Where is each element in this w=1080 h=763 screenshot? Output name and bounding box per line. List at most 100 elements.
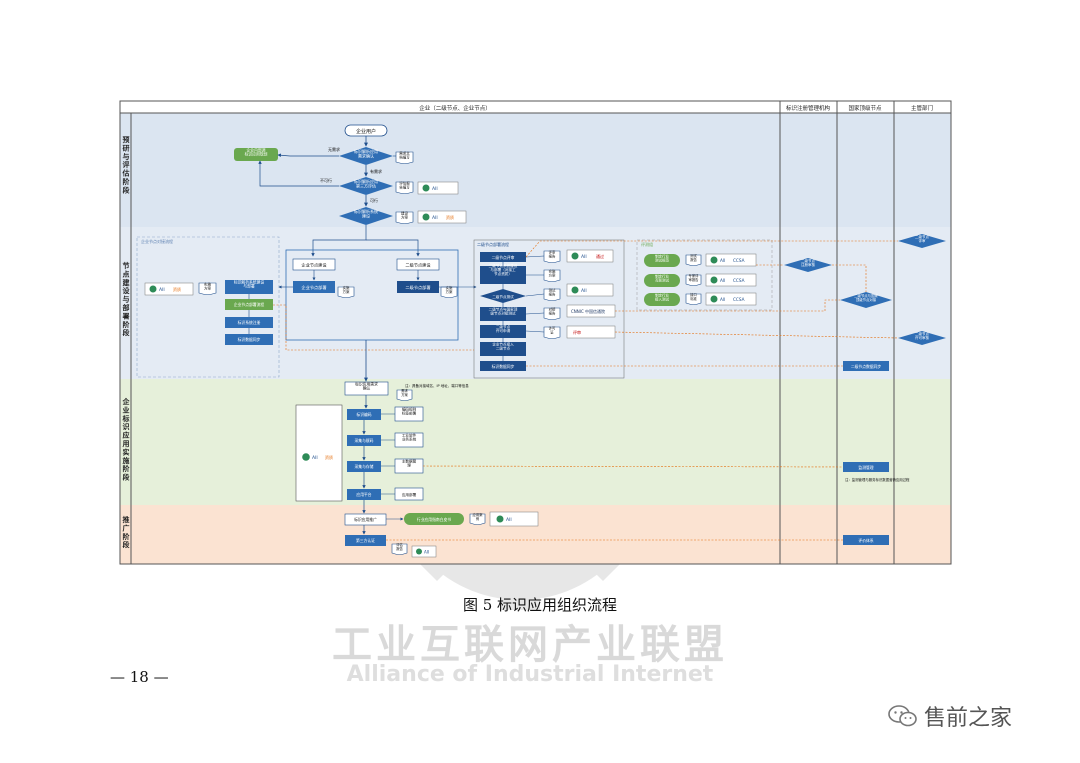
badge-ccsa-2: AII CCSA (705, 273, 757, 287)
stage-label-2: 节点建设与部署阶段 (122, 261, 131, 337)
svg-text:企业用户: 企业用户 (356, 128, 376, 135)
svg-text:资质: 资质 (325, 454, 333, 460)
svg-text:AII: AII (506, 517, 512, 523)
wechat-icon (888, 705, 917, 727)
svg-text:企业节点部署: 企业节点部署 (301, 284, 326, 291)
svg-text:建设方案: 建设方案 (401, 211, 409, 220)
svg-text:实施方案: 实施方案 (549, 269, 556, 278)
node-reg-eval: 二级节点注册审核 (784, 258, 832, 272)
svg-text:二级节点与国家顶级节点对接: 二级节点与国家顶级节点对接 (854, 293, 878, 302)
note-monitor: 注：监测管理与服务标识数据营销应用过程 (845, 477, 910, 482)
svg-text:企业节点建设: 企业节点建设 (301, 262, 327, 269)
node-test1: 制定行业测试规范 (644, 254, 680, 267)
svg-text:AII: AII (312, 455, 318, 461)
svg-text:AII: AII (424, 550, 429, 555)
node-auth2: 二级节点许可审核 (898, 331, 946, 345)
svg-text:专家评审报告: 专家评审报告 (689, 273, 700, 282)
badge-review: 评审 (566, 325, 616, 339)
node-appraise: 评价体系 (843, 535, 889, 545)
svg-text:实施方案: 实施方案 (343, 285, 350, 294)
svg-text:推广阶段: 推广阶段 (123, 515, 131, 549)
stage-label-3: 企业标识应用实施阶段 (122, 397, 131, 482)
band-stage-1 (120, 113, 951, 227)
svg-text:制定行业测试规范: 制定行业测试规范 (655, 254, 669, 263)
badge-aii-app: AII 资质 (302, 453, 333, 461)
header-registry: 标识注册管理机构 (786, 104, 831, 112)
svg-text:企业节点接入二级节点: 企业节点接入二级节点 (492, 342, 514, 351)
svg-text:需求方案: 需求方案 (401, 388, 408, 397)
doc-plan: 建设方案 (395, 211, 414, 224)
svg-text:CCSA: CCSA (733, 278, 745, 283)
svg-text:监测管理: 监测管理 (858, 465, 873, 470)
badge-aii-third: AII (411, 545, 437, 558)
node-platform: 应用平台 (347, 489, 381, 500)
page-number: — 18 — (110, 668, 169, 686)
node-sec-license: 二级节点许可申请 (480, 324, 526, 338)
doc-tres1: 测试报告 (685, 253, 702, 266)
svg-text:二级节点评审: 二级节点评审 (915, 234, 929, 243)
svg-text:应用平台: 应用平台 (356, 492, 371, 497)
svg-text:评估报告: 评估报告 (396, 542, 403, 551)
watermark-en: Alliance of Industrial Internet (346, 662, 714, 687)
doc-idx: 编码规则标签部署 (394, 407, 424, 422)
node-third-test: 第三方认证 (345, 535, 386, 546)
svg-text:CCSA: CCSA (733, 258, 745, 263)
node-idx-design: 标识编码 (347, 409, 381, 420)
svg-text:实施方案: 实施方案 (204, 282, 211, 291)
svg-text:实施方案: 实施方案 (446, 285, 453, 294)
svg-text:接口标准: 接口标准 (690, 292, 697, 301)
doc-b: 实施方案 (543, 269, 561, 282)
stage-label-1: 预研与评估阶段 (122, 135, 131, 194)
node-test2: 制定行业互联测试 (644, 274, 680, 287)
node-ent-build: 企业节点建设 (292, 258, 336, 271)
svg-text:标识解析系统建设与部署: 标识解析系统建设与部署 (234, 279, 265, 288)
header-toplevel: 国家顶级节点 (848, 104, 882, 112)
doc-e: 许可证 (543, 326, 561, 339)
doc-deploy-1: 实施方案 (337, 285, 355, 298)
label-feasible: 可行 (370, 197, 378, 203)
node-plan: 标识解析系统建设 (339, 207, 393, 225)
node-app-design: 标识应用需求确认 (344, 381, 389, 396)
svg-text:标识数据同步: 标识数据同步 (492, 364, 515, 369)
node-sec-conn: 二级节点与国家顶级节点对接测试 (480, 307, 526, 321)
badge-aii-wp: AII (489, 511, 539, 527)
stage-label-4: 推广阶段 (123, 515, 131, 549)
node-user: 企业用户 (344, 124, 388, 137)
group-eval-title: 评测组 (641, 241, 653, 247)
node-case: 企业内部调标识应用规划 (234, 147, 278, 161)
svg-text:标识应用需求确认: 标识应用需求确认 (355, 381, 378, 390)
header-enterprise: 企业（二级节点、企业节点） (419, 104, 491, 112)
svg-text:通过: 通过 (596, 253, 604, 259)
svg-text:资质: 资质 (446, 214, 454, 220)
node-need: 标识解析应用需求确认 (339, 147, 393, 165)
svg-text:标识系统注册: 标识系统注册 (238, 320, 261, 325)
svg-text:第三方认证: 第三方认证 (356, 538, 375, 543)
svg-text:制定行业互联测试: 制定行业互联测试 (655, 274, 669, 283)
svg-text:测试报告: 测试报告 (690, 253, 697, 262)
svg-text:AII: AII (432, 215, 438, 221)
group-sec-flow (473, 239, 625, 379)
doc-design: 需求方案 (396, 388, 413, 401)
group-ent-deploy (136, 236, 280, 378)
svg-text:企业内部调标识应用规划: 企业内部调标识应用规划 (245, 147, 268, 156)
node-data-prep: 采集与存储 (347, 461, 381, 472)
svg-text:AII: AII (159, 287, 165, 293)
svg-text:AII: AII (581, 288, 587, 294)
badge-aii-test: AII (566, 283, 614, 297)
doc-plat: 应用部署 (394, 487, 424, 501)
doc-third: 评估报告编写 (395, 181, 414, 194)
svg-text:对接报告: 对接报告 (549, 307, 556, 316)
group-sec-flow-title: 二级节点部署流程 (477, 241, 509, 247)
badge-aii-1: AII (417, 181, 459, 195)
svg-text:标识应用推广: 标识应用推广 (354, 517, 377, 522)
band-stage-3 (120, 379, 951, 505)
node-reg-e: 标识系统注册 (225, 317, 273, 328)
svg-text:企业标识应用实施阶段: 企业标识应用实施阶段 (122, 397, 131, 482)
node-sec-eval: 二级节点评审 (480, 252, 526, 262)
figure-caption: 图 5 标识应用组织流程 (462, 596, 618, 614)
svg-text:AII: AII (720, 278, 725, 283)
label-infeasible: 不可行 (320, 177, 332, 183)
node-sec-dev: 二级节点系统建设与部署（对接工节点资质） (480, 263, 526, 284)
svg-text:二级节点注册审核: 二级节点注册审核 (801, 258, 815, 267)
svg-text:评审: 评审 (573, 329, 581, 335)
